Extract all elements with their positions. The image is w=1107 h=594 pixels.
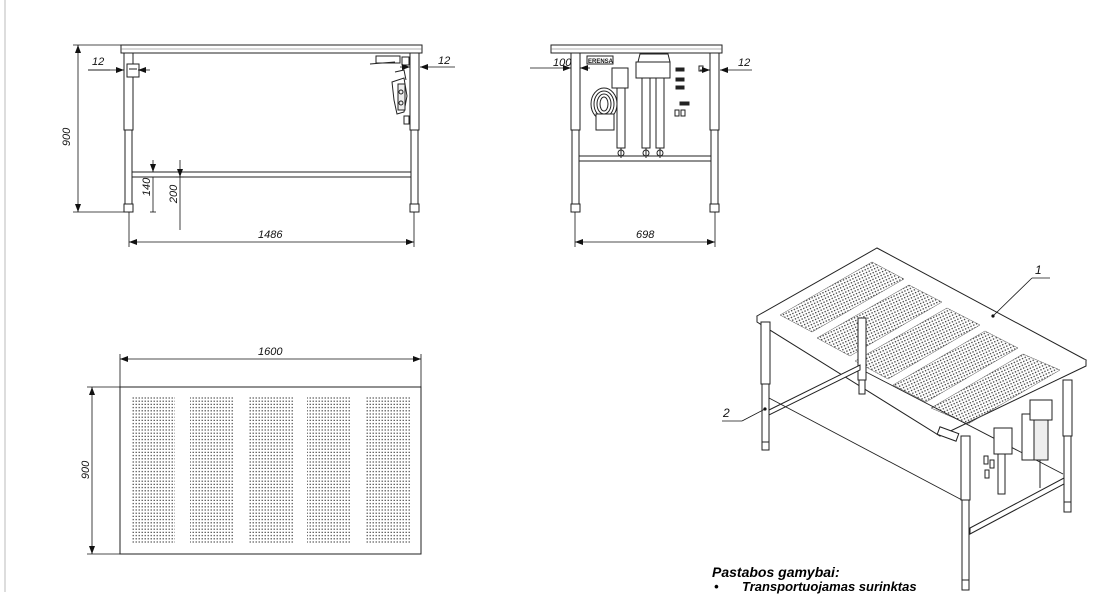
iso-long-rail [768,397,963,501]
front-dim-right-offset-label: 12 [438,55,450,67]
side-connectors [674,65,704,117]
iso-left-rail [768,364,861,416]
iso-control-box [936,426,960,442]
front-dim-leg-span [128,212,415,247]
front-dim-rail-height-label: 140 [141,177,153,196]
front-bottom-rail [131,171,412,178]
side-right-leg [709,52,720,213]
iso-leader-1 [991,277,1050,318]
top-perforation-1 [131,396,175,544]
side-badge [586,55,614,65]
front-actuator [391,69,410,125]
side-dim-leg-span-label: 698 [636,229,655,241]
side-dim-left-offset-label: 100 [553,57,572,69]
side-coiled-cable [590,87,618,131]
front-dim-left-offset-label: 12 [92,56,104,68]
top-perforation-5 [366,396,410,544]
iso-perforation-3 [854,307,981,380]
top-dim-depth-label: 900 [80,460,92,479]
front-right-leg [409,52,420,213]
front-left-leg [123,52,140,213]
iso-perforation-1 [779,261,905,333]
front-control-box [369,55,410,66]
top-dim-width-label: 1600 [258,346,283,358]
iso-front-right-leg [960,435,971,591]
iso-actuators [983,399,1053,495]
iso-right-rail [969,477,1065,535]
front-dim-height-label: 900 [61,127,73,146]
side-dim-right-offset-label: 12 [738,57,750,69]
iso-perforation-4 [892,330,1019,403]
side-actuator-left [611,67,629,158]
top-perforation-2 [190,396,234,544]
notes-item: • Transportuojamas surinktas [712,580,917,594]
side-left-leg [570,52,581,213]
iso-leader-2 [722,407,767,422]
notes-heading: Pastabos gamybai: [712,564,840,580]
production-notes: Pastabos gamybai: • Transportuojamas suri… [712,564,917,594]
side-dim-leg-span [574,212,716,247]
front-view [73,44,455,247]
iso-view [722,247,1088,591]
iso-callout-1: 1 [1035,263,1042,277]
iso-callout-2: 2 [722,406,730,420]
front-dim-rail-top-label: 200 [168,184,180,204]
notes-item-text: Transportuojamas surinktas [742,579,917,594]
bullet-icon: • [714,579,719,594]
iso-back-right-leg [1062,379,1073,513]
side-badge-label: ERENSA [588,59,614,65]
iso-perforation-2 [816,284,943,357]
top-perforation-3 [249,396,293,544]
side-actuator-center [635,53,671,158]
iso-front-left-leg [760,321,771,451]
top-view [87,354,422,555]
front-dim-height [73,44,124,213]
front-dim-leg-span-label: 1486 [258,229,283,241]
top-perforation-4 [307,396,351,544]
iso-back-left-leg [857,317,867,395]
front-dim-rail [150,160,184,230]
side-bottom-rail [578,155,712,162]
top-dim-depth [87,386,120,555]
top-dim-width [119,354,422,387]
side-view [530,44,752,247]
